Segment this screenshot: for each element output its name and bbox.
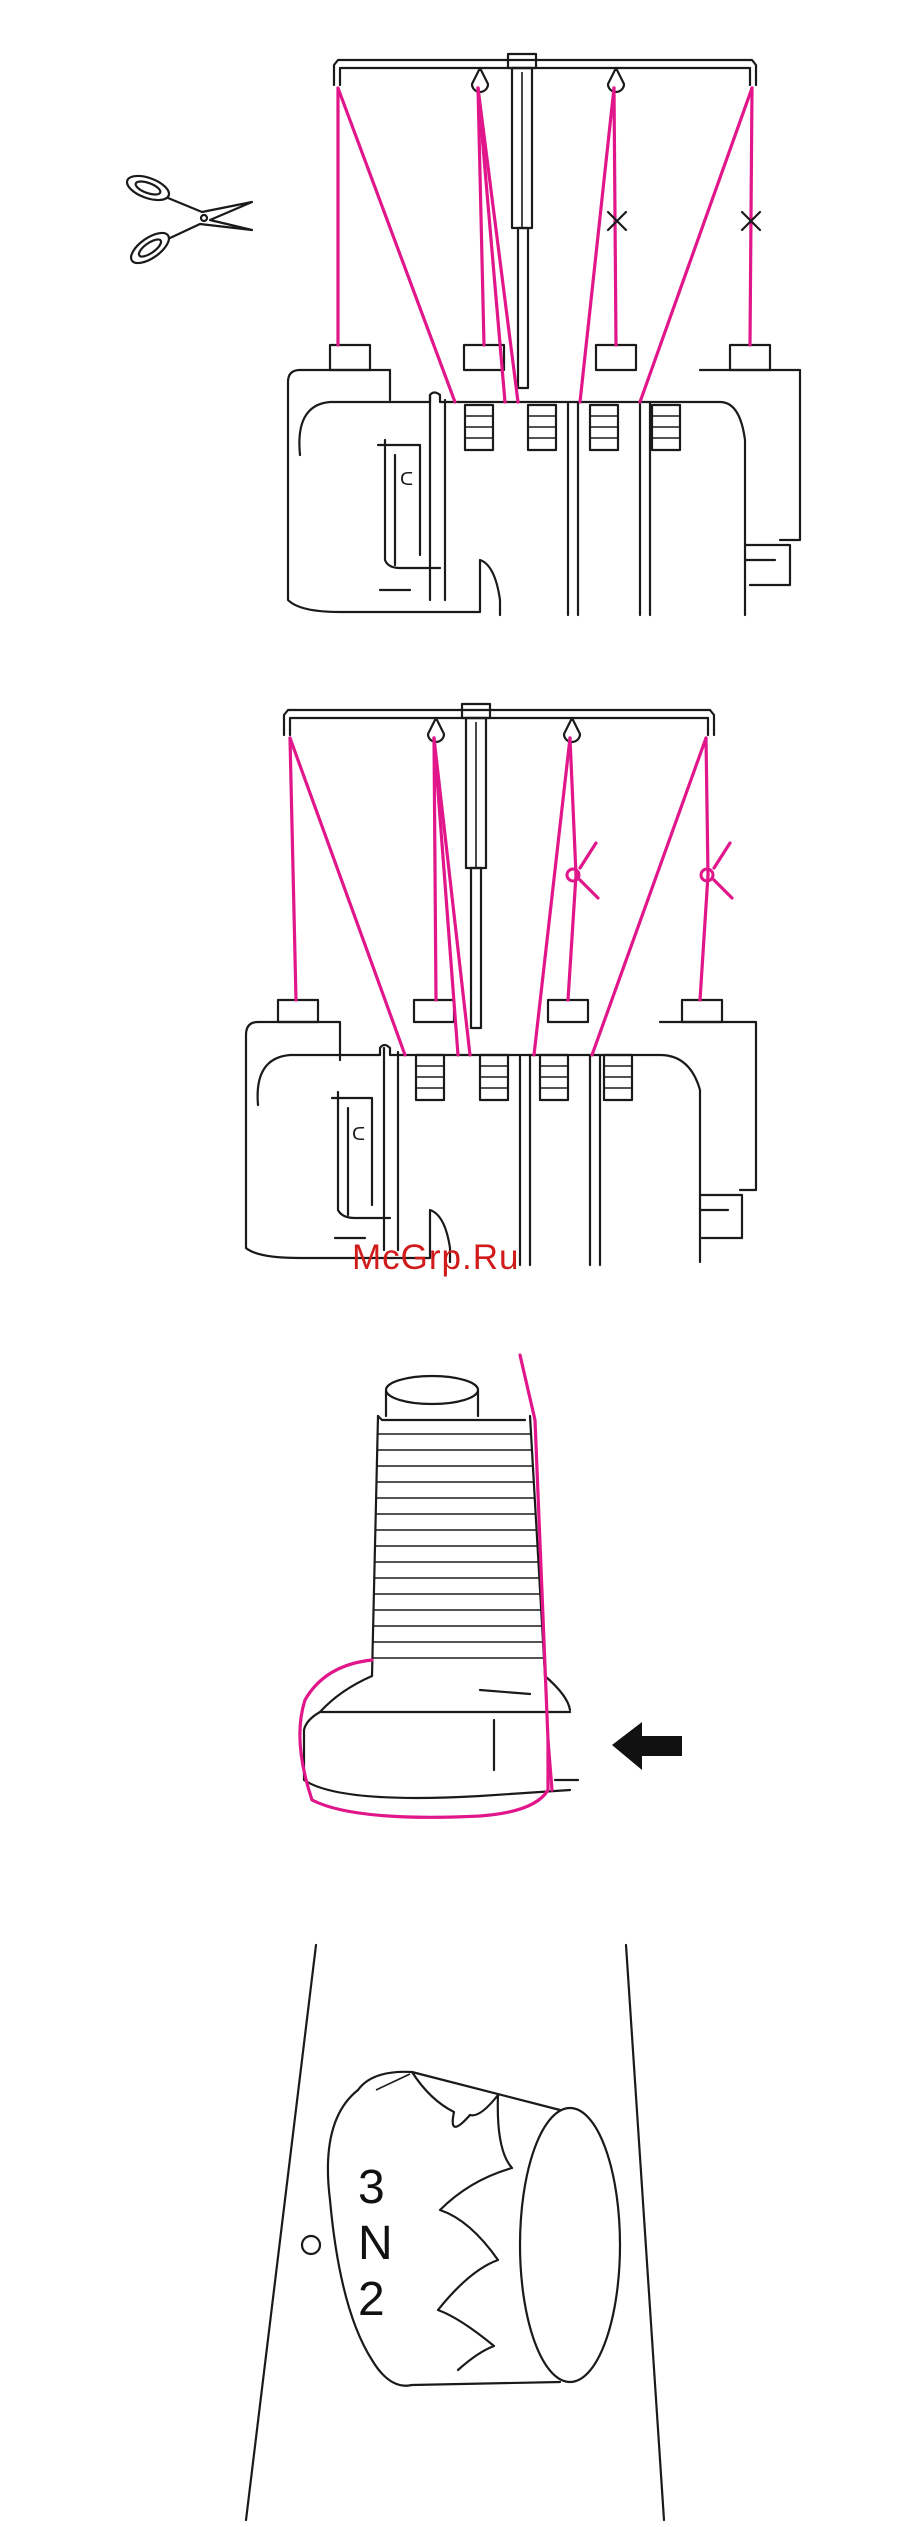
- svg-text:ᑕ: ᑕ: [352, 1124, 365, 1144]
- thread-stand-2: [284, 704, 714, 1028]
- scissors-icon: [124, 171, 252, 269]
- thread-cones: [300, 345, 800, 540]
- x-mark-icon: [608, 212, 760, 230]
- threads-panel-1: [338, 88, 752, 402]
- panel-cone-thread: [300, 1355, 682, 1817]
- arrow-left-icon: [612, 1722, 682, 1770]
- threads-panel-2: [290, 738, 708, 1055]
- dial-label-n: N: [358, 2216, 393, 2271]
- cone-ridges: [372, 1434, 544, 1658]
- watermark-text: McGrp.Ru: [352, 1238, 572, 1278]
- thread-stand: [334, 54, 756, 388]
- serger-body: ᑕ: [288, 370, 790, 615]
- dial-label-3: 3: [358, 2160, 385, 2215]
- svg-text:ᑕ: ᑕ: [400, 469, 413, 489]
- panel-tie-threads: ᑕ: [246, 704, 756, 1265]
- panel-cut-threads: ᑕ: [124, 54, 800, 615]
- serger-body-2: ᑕ: [246, 1022, 742, 1265]
- dial-label-2: 2: [358, 2272, 385, 2327]
- panel-tension-dial: [246, 1945, 664, 2520]
